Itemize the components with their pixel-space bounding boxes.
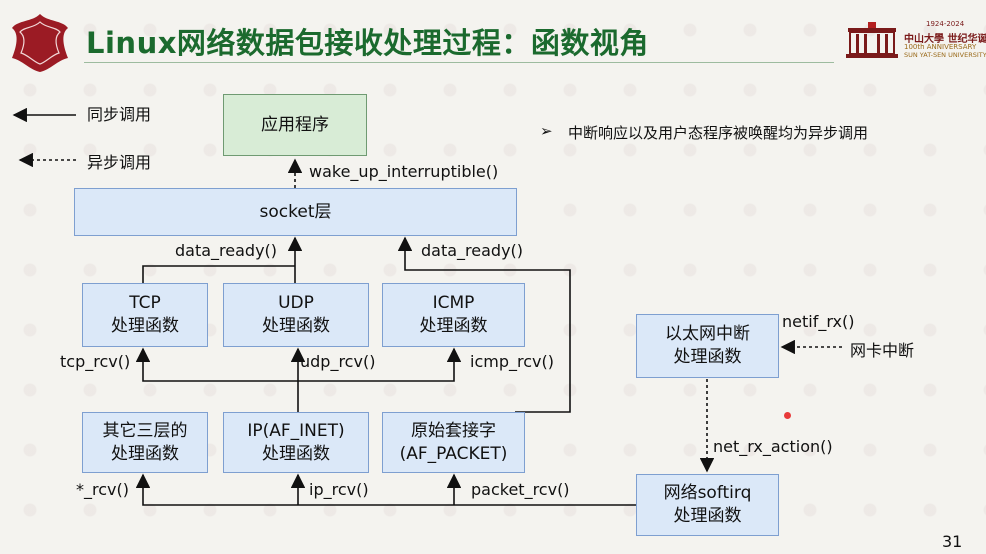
university-name-en: SUN YAT-SEN UNIVERSITY bbox=[904, 51, 986, 59]
legend-sync-label: 同步调用 bbox=[87, 105, 152, 124]
note-text: 中断响应以及用户态程序被唤醒均为异步调用 bbox=[568, 124, 869, 142]
net-rx-action-label: net_rx_action() bbox=[713, 437, 833, 456]
ip-box-line1: IP(AF_INET) bbox=[247, 420, 345, 441]
ip-box-line2: 处理函数 bbox=[262, 443, 330, 464]
udp-rcv-label: udp_rcv() bbox=[300, 352, 376, 371]
socket-layer-box: socket层 bbox=[74, 188, 517, 236]
softirq-line1: 网络softirq bbox=[663, 483, 752, 504]
other-l3-box: 其它三层的 处理函数 bbox=[82, 412, 208, 473]
data-ready-right-label: data_ready() bbox=[421, 241, 524, 260]
ip-box: IP(AF_INET) 处理函数 bbox=[223, 412, 369, 473]
udp-box: UDP 处理函数 bbox=[223, 283, 369, 347]
star-rcv-label: *_rcv() bbox=[76, 480, 129, 499]
title-divider bbox=[84, 62, 834, 63]
pointer-dot bbox=[784, 412, 791, 419]
app-box: 应用程序 bbox=[223, 94, 367, 156]
softirq-line2: 处理函数 bbox=[673, 506, 742, 526]
wakeup-label: wake_up_interruptible() bbox=[309, 162, 499, 181]
data-ready-left-label: data_ready() bbox=[175, 241, 278, 260]
tcp-box: TCP 处理函数 bbox=[82, 283, 208, 347]
udp-box-line1: UDP bbox=[278, 293, 314, 314]
legend-async-label: 异步调用 bbox=[87, 153, 152, 172]
eth-irq-line2: 处理函数 bbox=[673, 347, 742, 367]
note-bullet-icon: ➢ bbox=[540, 122, 553, 140]
eth-irq-line1: 以太网中断 bbox=[665, 324, 750, 345]
tcp-rcv-label: tcp_rcv() bbox=[60, 352, 131, 371]
page-number: 31 bbox=[942, 532, 963, 551]
eth-irq-box: 以太网中断 处理函数 bbox=[636, 314, 779, 378]
packet-rcv-label: packet_rcv() bbox=[471, 480, 570, 499]
udp-box-line2: 处理函数 bbox=[262, 316, 330, 336]
app-box-label: 应用程序 bbox=[261, 114, 329, 135]
tcp-box-line1: TCP bbox=[129, 293, 161, 314]
tcp-box-line2: 处理函数 bbox=[111, 316, 179, 336]
other-l3-line2: 处理函数 bbox=[111, 443, 179, 464]
icmp-box-line2: 处理函数 bbox=[419, 316, 488, 336]
page-title: Linux网络数据包接收处理过程：函数视角 bbox=[86, 26, 649, 60]
netif-rx-label: netif_rx() bbox=[782, 312, 855, 331]
raw-socket-line1: 原始套接字 bbox=[411, 420, 496, 441]
university-years: 1924-2024 bbox=[926, 20, 965, 28]
softirq-to-other-arrow bbox=[135, 473, 636, 506]
university-logo: 1924-2024 中山大學 世纪华诞 100th ANNIVERSARY SU… bbox=[846, 20, 986, 60]
ip-to-tcp-arrow bbox=[135, 347, 298, 382]
university-name-cn: 中山大學 世纪华诞 bbox=[904, 34, 986, 45]
icmp-box-line1: ICMP bbox=[432, 293, 475, 314]
raw-to-socket-arrow bbox=[397, 236, 571, 413]
icmp-rcv-label: icmp_rcv() bbox=[470, 352, 554, 371]
ip-rcv-label: ip_rcv() bbox=[309, 480, 369, 499]
icmp-box: ICMP 处理函数 bbox=[382, 283, 525, 347]
university-gate-icon bbox=[846, 22, 898, 58]
other-l3-line1: 其它三层的 bbox=[102, 420, 188, 441]
university-anniversary: 100th ANNIVERSARY bbox=[904, 43, 977, 51]
raw-socket-line2: (AF_PACKET) bbox=[399, 443, 508, 464]
raw-socket-box: 原始套接字 (AF_PACKET) bbox=[382, 412, 525, 473]
ip-to-icmp-arrow bbox=[298, 347, 462, 382]
softirq-box: 网络softirq 处理函数 bbox=[636, 474, 779, 536]
nic-irq-label: 网卡中断 bbox=[850, 341, 915, 360]
tcp-to-socket-line bbox=[142, 265, 295, 283]
socket-layer-label: socket层 bbox=[259, 201, 332, 222]
course-logo-icon bbox=[12, 14, 68, 72]
